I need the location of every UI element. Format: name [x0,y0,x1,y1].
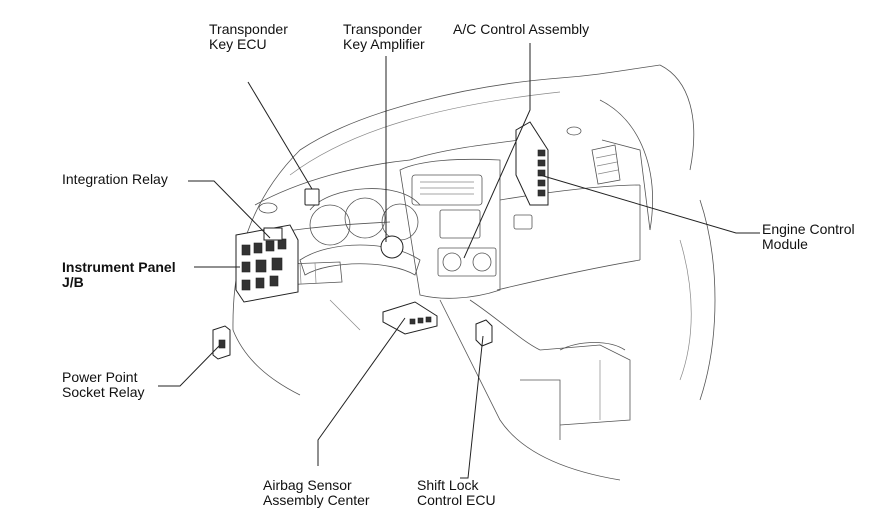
label-line: Transponder [209,21,288,37]
label-line: Assembly Center [263,492,370,508]
label-line: Airbag Sensor [263,477,352,493]
airbag-sensor-assembly-center-unit [382,301,438,335]
label-engine-control-module: Engine Control Module [762,222,855,252]
label-line: J/B [62,274,84,290]
instrument-panel-jb-unit [235,224,299,303]
amplifier-ring [380,235,404,259]
label-line: Integration Relay [62,171,168,187]
label-power-point-socket-relay: Power Point Socket Relay [62,370,144,400]
leader-integration-relay [188,180,271,239]
leader-airbag-sensor-assembly-center [317,317,406,466]
label-transponder-key-ecu: Transponder Key ECU [209,22,288,52]
transponder-key-ecu-unit [304,188,320,206]
label-ac-control-assembly: A/C Control Assembly [453,22,589,37]
label-line: Socket Relay [62,384,145,400]
label-line: A/C Control Assembly [453,21,590,37]
components [212,121,549,360]
label-line: Key ECU [209,36,267,52]
label-line: Shift Lock [417,477,479,493]
leader-ac-control-assembly [463,43,531,259]
label-shift-lock-control-ecu: Shift Lock Control ECU [417,478,496,508]
label-line: Transponder [343,21,422,37]
label-instrument-panel-jb: Instrument Panel J/B [62,260,176,290]
label-line: Key Amplifier [343,36,425,52]
label-line: Power Point [62,369,138,385]
leader-shift-lock-control-ecu [460,335,484,479]
label-line: Control ECU [417,492,496,508]
shift-lock-control-ecu-unit [475,319,493,347]
leader-engine-control-module [539,174,760,234]
leader-transponder-key-ecu [247,81,313,190]
label-line: Module [762,236,808,252]
label-integration-relay: Integration Relay [62,172,168,187]
label-line: Instrument Panel [62,259,176,275]
ecm-connectors [537,149,546,197]
label-line: Engine Control [762,221,855,237]
leader-power-point-socket-relay [158,344,221,387]
label-airbag-sensor-assembly-center: Airbag Sensor Assembly Center [263,478,370,508]
leader-lines [158,43,760,479]
label-transponder-key-amplifier: Transponder Key Amplifier [343,22,425,52]
